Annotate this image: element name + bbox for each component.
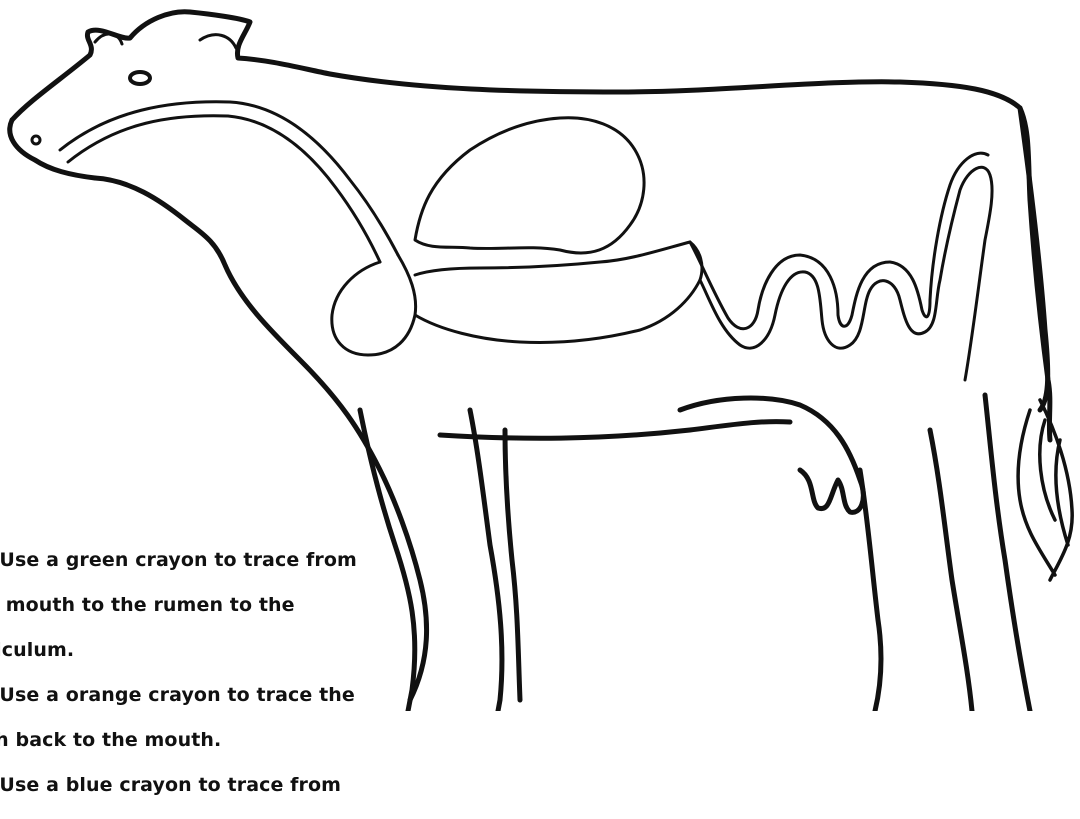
instructions-text: Use a green crayon to trace from e mouth… xyxy=(0,526,366,819)
cow-front-leg-right xyxy=(470,410,502,711)
cow-front-leg-left xyxy=(360,410,415,711)
cow-eye xyxy=(130,72,150,84)
instruction-line: Use a green crayon to trace from xyxy=(0,549,366,572)
digestive-tract xyxy=(60,102,992,380)
instruction-line: ticulum. xyxy=(0,639,366,662)
cow-hind-leg-back xyxy=(930,430,972,711)
esophagus-inner xyxy=(68,116,380,262)
small-intestine xyxy=(700,167,992,380)
cow-muzzle xyxy=(10,120,95,178)
instruction-line: e mouth to the rumen to the xyxy=(0,594,366,617)
cow-udder xyxy=(680,398,863,512)
cow-front-leg-inner xyxy=(505,430,520,700)
cow-ear-right xyxy=(200,35,236,48)
cow-hind-leg-rear xyxy=(985,395,1030,711)
cow-ear-left xyxy=(95,34,122,44)
abomasum xyxy=(415,242,702,343)
cow-tail-tuft xyxy=(1018,400,1072,580)
instruction-line: th back to the mouth. xyxy=(0,729,366,752)
cow-nostril xyxy=(32,136,40,144)
reticulum xyxy=(332,255,416,355)
cow-belly xyxy=(440,422,790,439)
instruction-line: Use a orange crayon to trace the xyxy=(0,684,366,707)
cow-head-back-outline xyxy=(12,12,1050,440)
rumen xyxy=(415,118,644,253)
small-intestine-inner xyxy=(690,153,988,329)
cow-hind-leg-front xyxy=(860,470,881,711)
instruction-line: Use a blue crayon to trace from xyxy=(0,774,366,797)
